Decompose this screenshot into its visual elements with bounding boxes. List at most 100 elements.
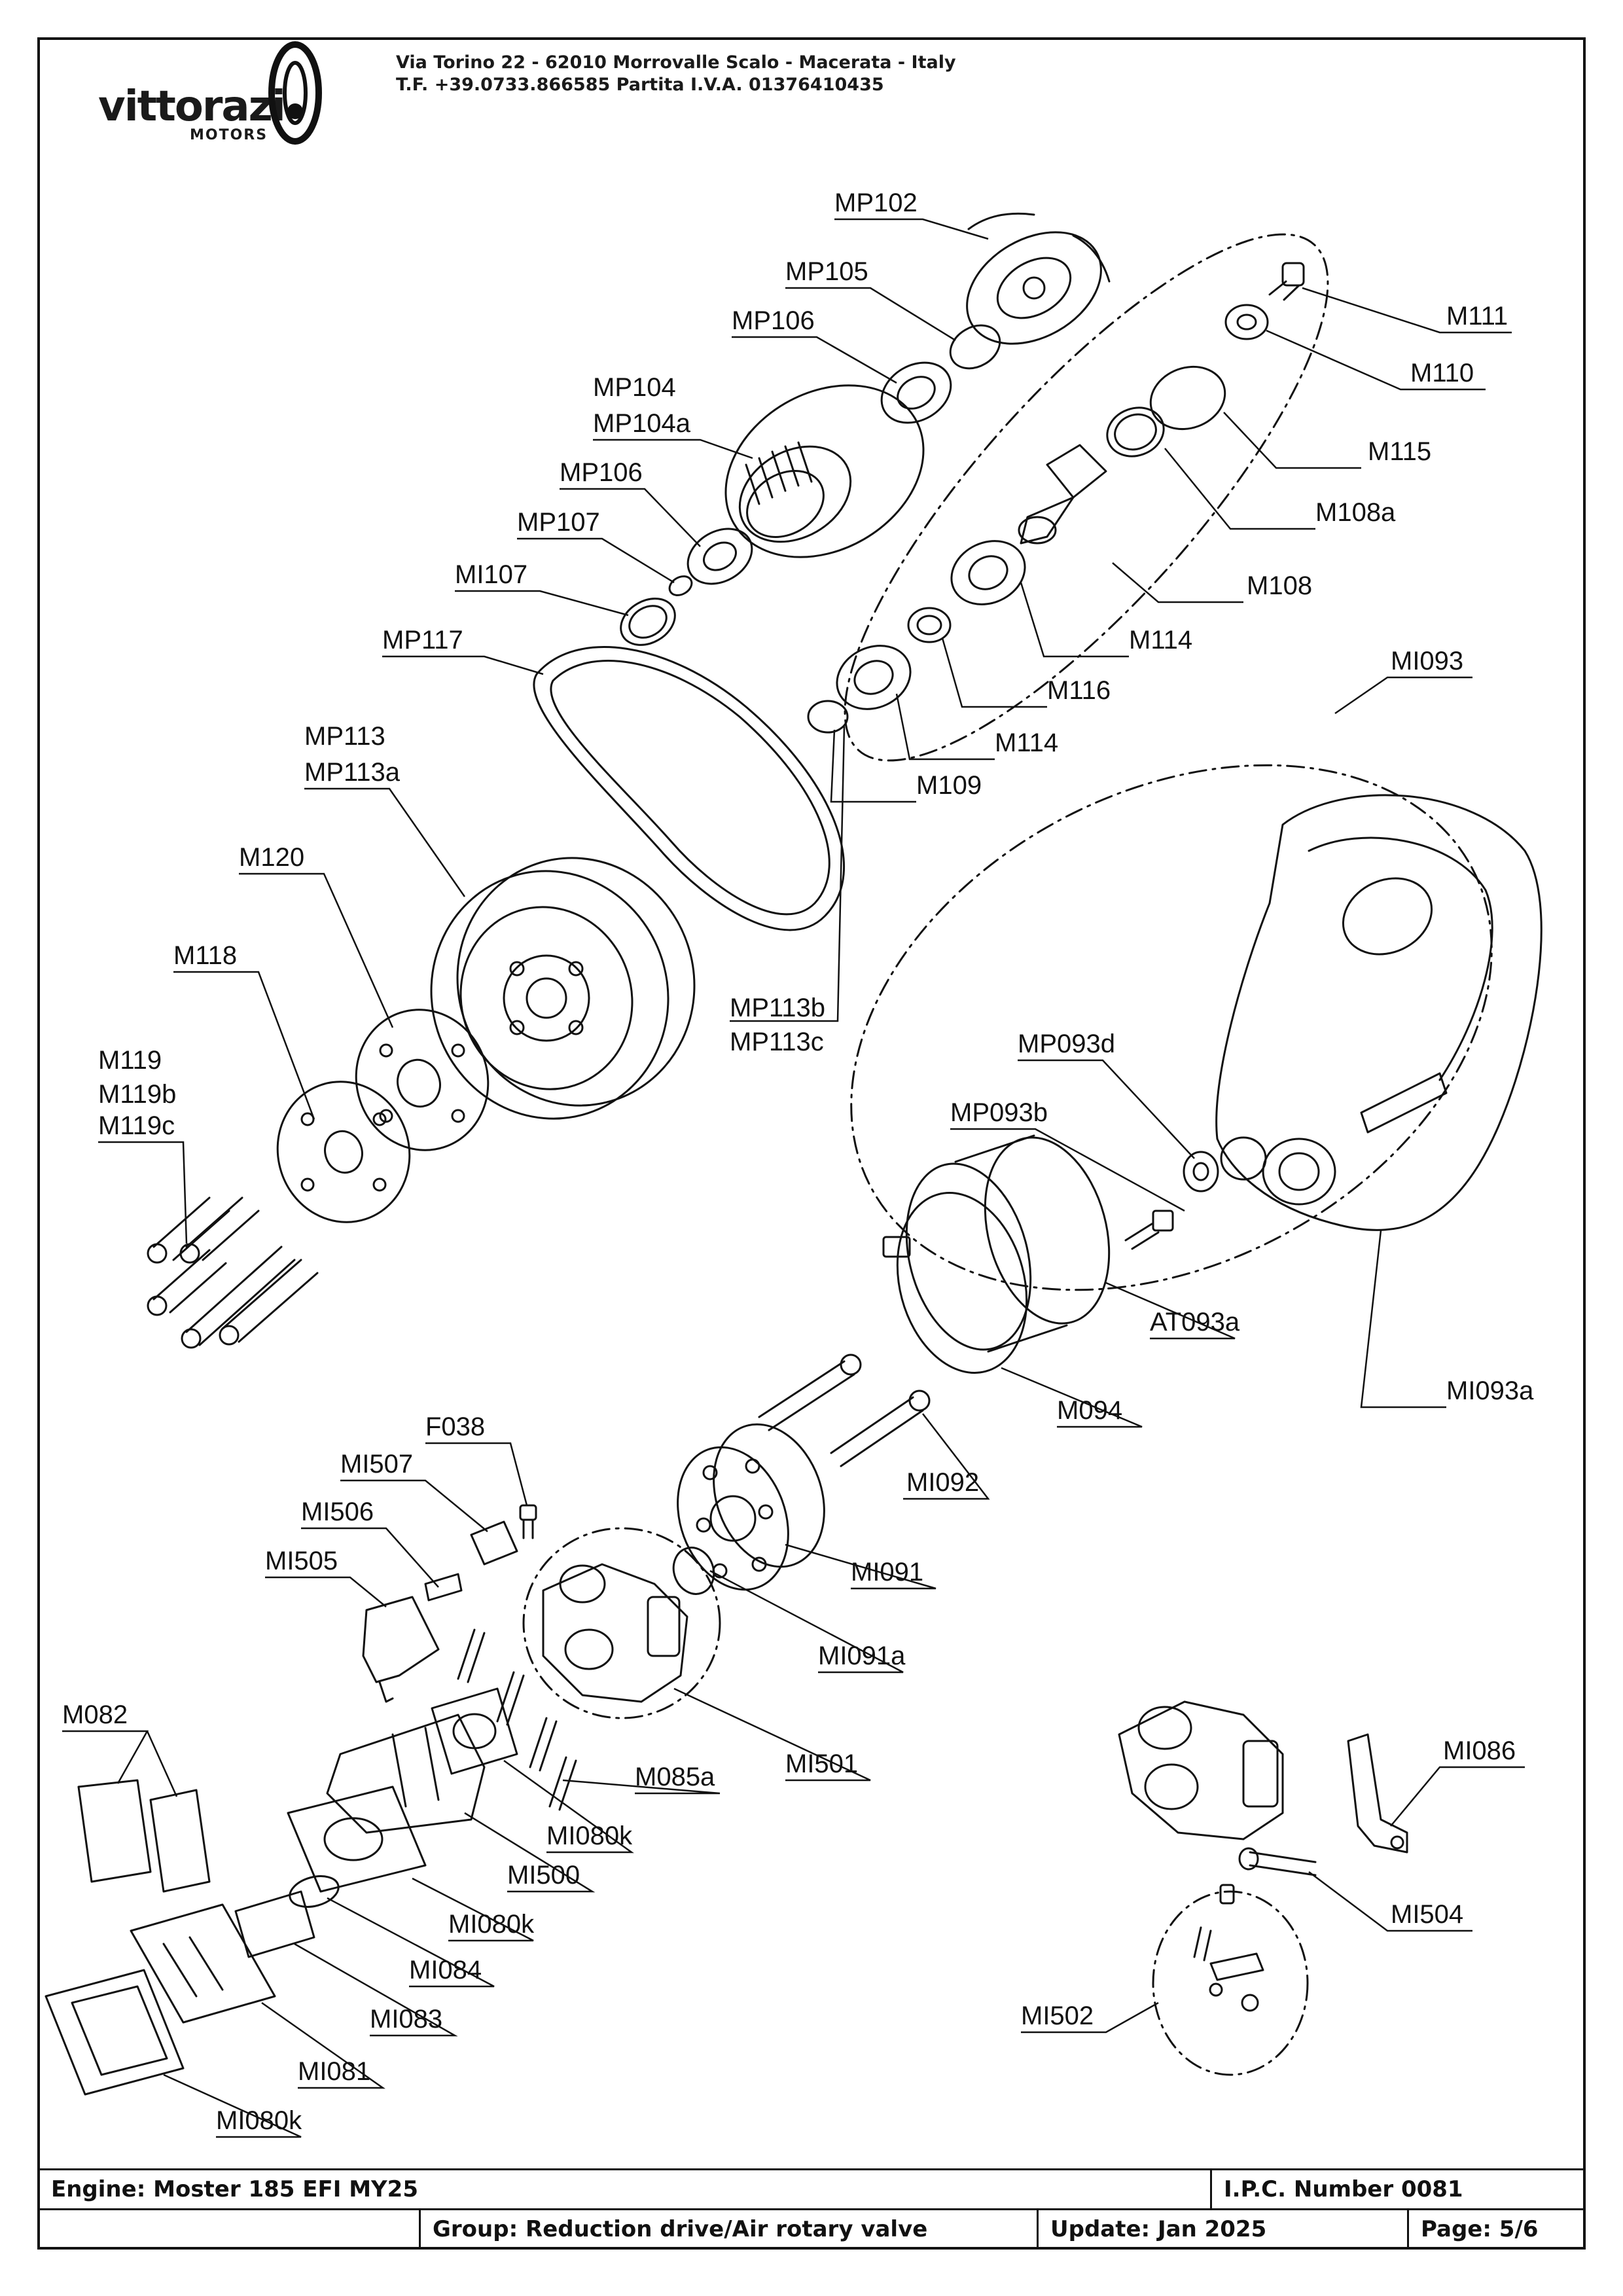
- callout-mi506: MI506: [301, 1498, 374, 1526]
- bolts-mi092: [758, 1354, 931, 1467]
- reed-adapter-mi500: [326, 1713, 486, 1834]
- clutch-mp102: [966, 212, 1111, 345]
- callout-mp102: MP102: [834, 188, 918, 217]
- engine-cell: Engine: Moster 185 EFI MY25: [37, 2168, 1212, 2210]
- callout-f038: F038: [425, 1412, 485, 1441]
- title-block: Engine: Moster 185 EFI MY25 I.P.C. Numbe…: [37, 2168, 1586, 2250]
- callout-m082: M082: [62, 1700, 128, 1729]
- gasket-mi080k-lower: [45, 1969, 185, 2096]
- circlip-m109: [807, 700, 849, 734]
- bearing-m114-upper: [950, 540, 1026, 605]
- hub-m120: [355, 1009, 490, 1151]
- screw-mi504: [1238, 1847, 1317, 1876]
- group-outline-mi502: [1152, 1890, 1309, 2076]
- callout-mp113: MP113: [304, 722, 385, 751]
- callout-mi501: MI501: [785, 1749, 858, 1778]
- screw-f038: [519, 1504, 537, 1539]
- callout-mi092: MI092: [906, 1468, 979, 1497]
- screws-m085a: [457, 1628, 577, 1811]
- callout-mp113a: MP113a: [304, 758, 401, 787]
- callout-mp093d: MP093d: [1018, 1030, 1115, 1058]
- callout-mi091a: MI091a: [818, 1641, 906, 1670]
- reed-petals-m082: [77, 1779, 211, 1893]
- spacer-m116: [907, 607, 952, 643]
- group-outline-throttle-body: [522, 1527, 721, 1719]
- group-cell: Group: Reduction drive/Air rotary valve: [419, 2208, 1039, 2250]
- callout-m114-lower: M114: [995, 728, 1058, 757]
- pulley-mp113: [430, 857, 696, 1120]
- callout-mi505: MI505: [265, 1547, 338, 1575]
- fitting-mp093d: [1183, 1151, 1219, 1193]
- callout-m119b: M119b: [98, 1080, 176, 1109]
- callout-m118: M118: [173, 941, 237, 970]
- address-line-2: T.F. +39.0733.866585 Partita I.V.A. 0137…: [396, 75, 884, 95]
- linkage-mi502: [1193, 1884, 1264, 2012]
- washer-m108a: [1106, 406, 1165, 457]
- callout-m094: M094: [1057, 1396, 1122, 1425]
- leader-lines: [62, 218, 1525, 2138]
- callout-mp107: MP107: [517, 508, 600, 537]
- fitting-mp093b: [1124, 1210, 1174, 1250]
- rotor-mi091: [677, 1423, 825, 1591]
- callout-mi083: MI083: [370, 2005, 442, 2034]
- blank-cell: [37, 2208, 421, 2250]
- gasket-mi080k-mid: [287, 1785, 427, 1893]
- callout-mi091: MI091: [851, 1558, 923, 1587]
- callout-mi504: MI504: [1391, 1900, 1463, 1929]
- oring-mi091a: [672, 1547, 715, 1595]
- callout-mp106-upper: MP106: [732, 306, 815, 335]
- ipc-number: I.P.C. Number 0081: [1224, 2176, 1463, 2202]
- callout-mi507: MI507: [340, 1450, 413, 1479]
- callout-mp117: MP117: [382, 626, 463, 655]
- throttle-body-assembly: [1118, 1700, 1284, 1840]
- callout-m116: M116: [1047, 676, 1111, 705]
- plate-m118: [276, 1081, 411, 1223]
- callout-m115: M115: [1368, 437, 1431, 466]
- callout-mi081: MI081: [298, 2057, 370, 2086]
- callout-mp113b: MP113b: [730, 994, 825, 1022]
- bearing-mp106-lower: [687, 528, 753, 585]
- circlip-mp105: [949, 324, 1001, 370]
- callout-mi093: MI093: [1391, 647, 1463, 675]
- callout-mi086: MI086: [1443, 1736, 1516, 1765]
- reed-cage-mi081: [130, 1903, 276, 2024]
- callout-m110: M110: [1410, 359, 1474, 387]
- callout-mp104a: MP104a: [593, 409, 691, 438]
- callout-mi080k-upper: MI080k: [546, 1821, 633, 1850]
- company-logo: vittorazi MOTORS: [92, 38, 327, 149]
- logo-mark-icon: [268, 41, 322, 145]
- callout-m109: M109: [916, 771, 982, 800]
- callout-mp113c: MP113c: [730, 1028, 824, 1056]
- seal-mi107: [620, 598, 676, 646]
- page-cell: Page: 5/6: [1407, 2208, 1586, 2250]
- clip-mi506: [424, 1573, 463, 1602]
- callout-m085a: M085a: [635, 1763, 715, 1791]
- callout-mp104: MP104: [593, 373, 676, 402]
- callout-m120: M120: [239, 843, 304, 872]
- callout-mi500: MI500: [507, 1861, 580, 1890]
- page-number: Page: 5/6: [1421, 2215, 1539, 2242]
- valve-housing-mi093a: [1215, 794, 1543, 1231]
- clutch-bell-mp104: [724, 384, 925, 558]
- group-name: Group: Reduction drive/Air rotary valve: [433, 2215, 928, 2242]
- bracket-mi086: [1347, 1733, 1408, 1854]
- bracket-mi507: [470, 1520, 518, 1566]
- bolts-m119: [147, 1196, 319, 1349]
- update-date: Update: Jan 2025: [1050, 2215, 1267, 2242]
- callout-mp105: MP105: [785, 257, 868, 286]
- ipc-number-cell: I.P.C. Number 0081: [1210, 2168, 1586, 2210]
- callout-mi107: MI107: [455, 560, 527, 589]
- throttle-body-mi501: [542, 1563, 688, 1703]
- cover-at093a: [905, 1134, 1111, 1353]
- callout-m111: M111: [1446, 302, 1508, 331]
- group-outline-valve-housing: [850, 764, 1493, 1291]
- callout-mi093a: MI093a: [1446, 1376, 1534, 1405]
- logo-name: vittorazi: [98, 82, 286, 131]
- callout-mi502: MI502: [1021, 2001, 1094, 2030]
- washer-m110: [1224, 304, 1269, 340]
- injector-mi505: [362, 1596, 440, 1703]
- update-cell: Update: Jan 2025: [1037, 2208, 1409, 2250]
- logo-sub: MOTORS: [190, 127, 268, 143]
- callout-m108a: M108a: [1315, 498, 1396, 527]
